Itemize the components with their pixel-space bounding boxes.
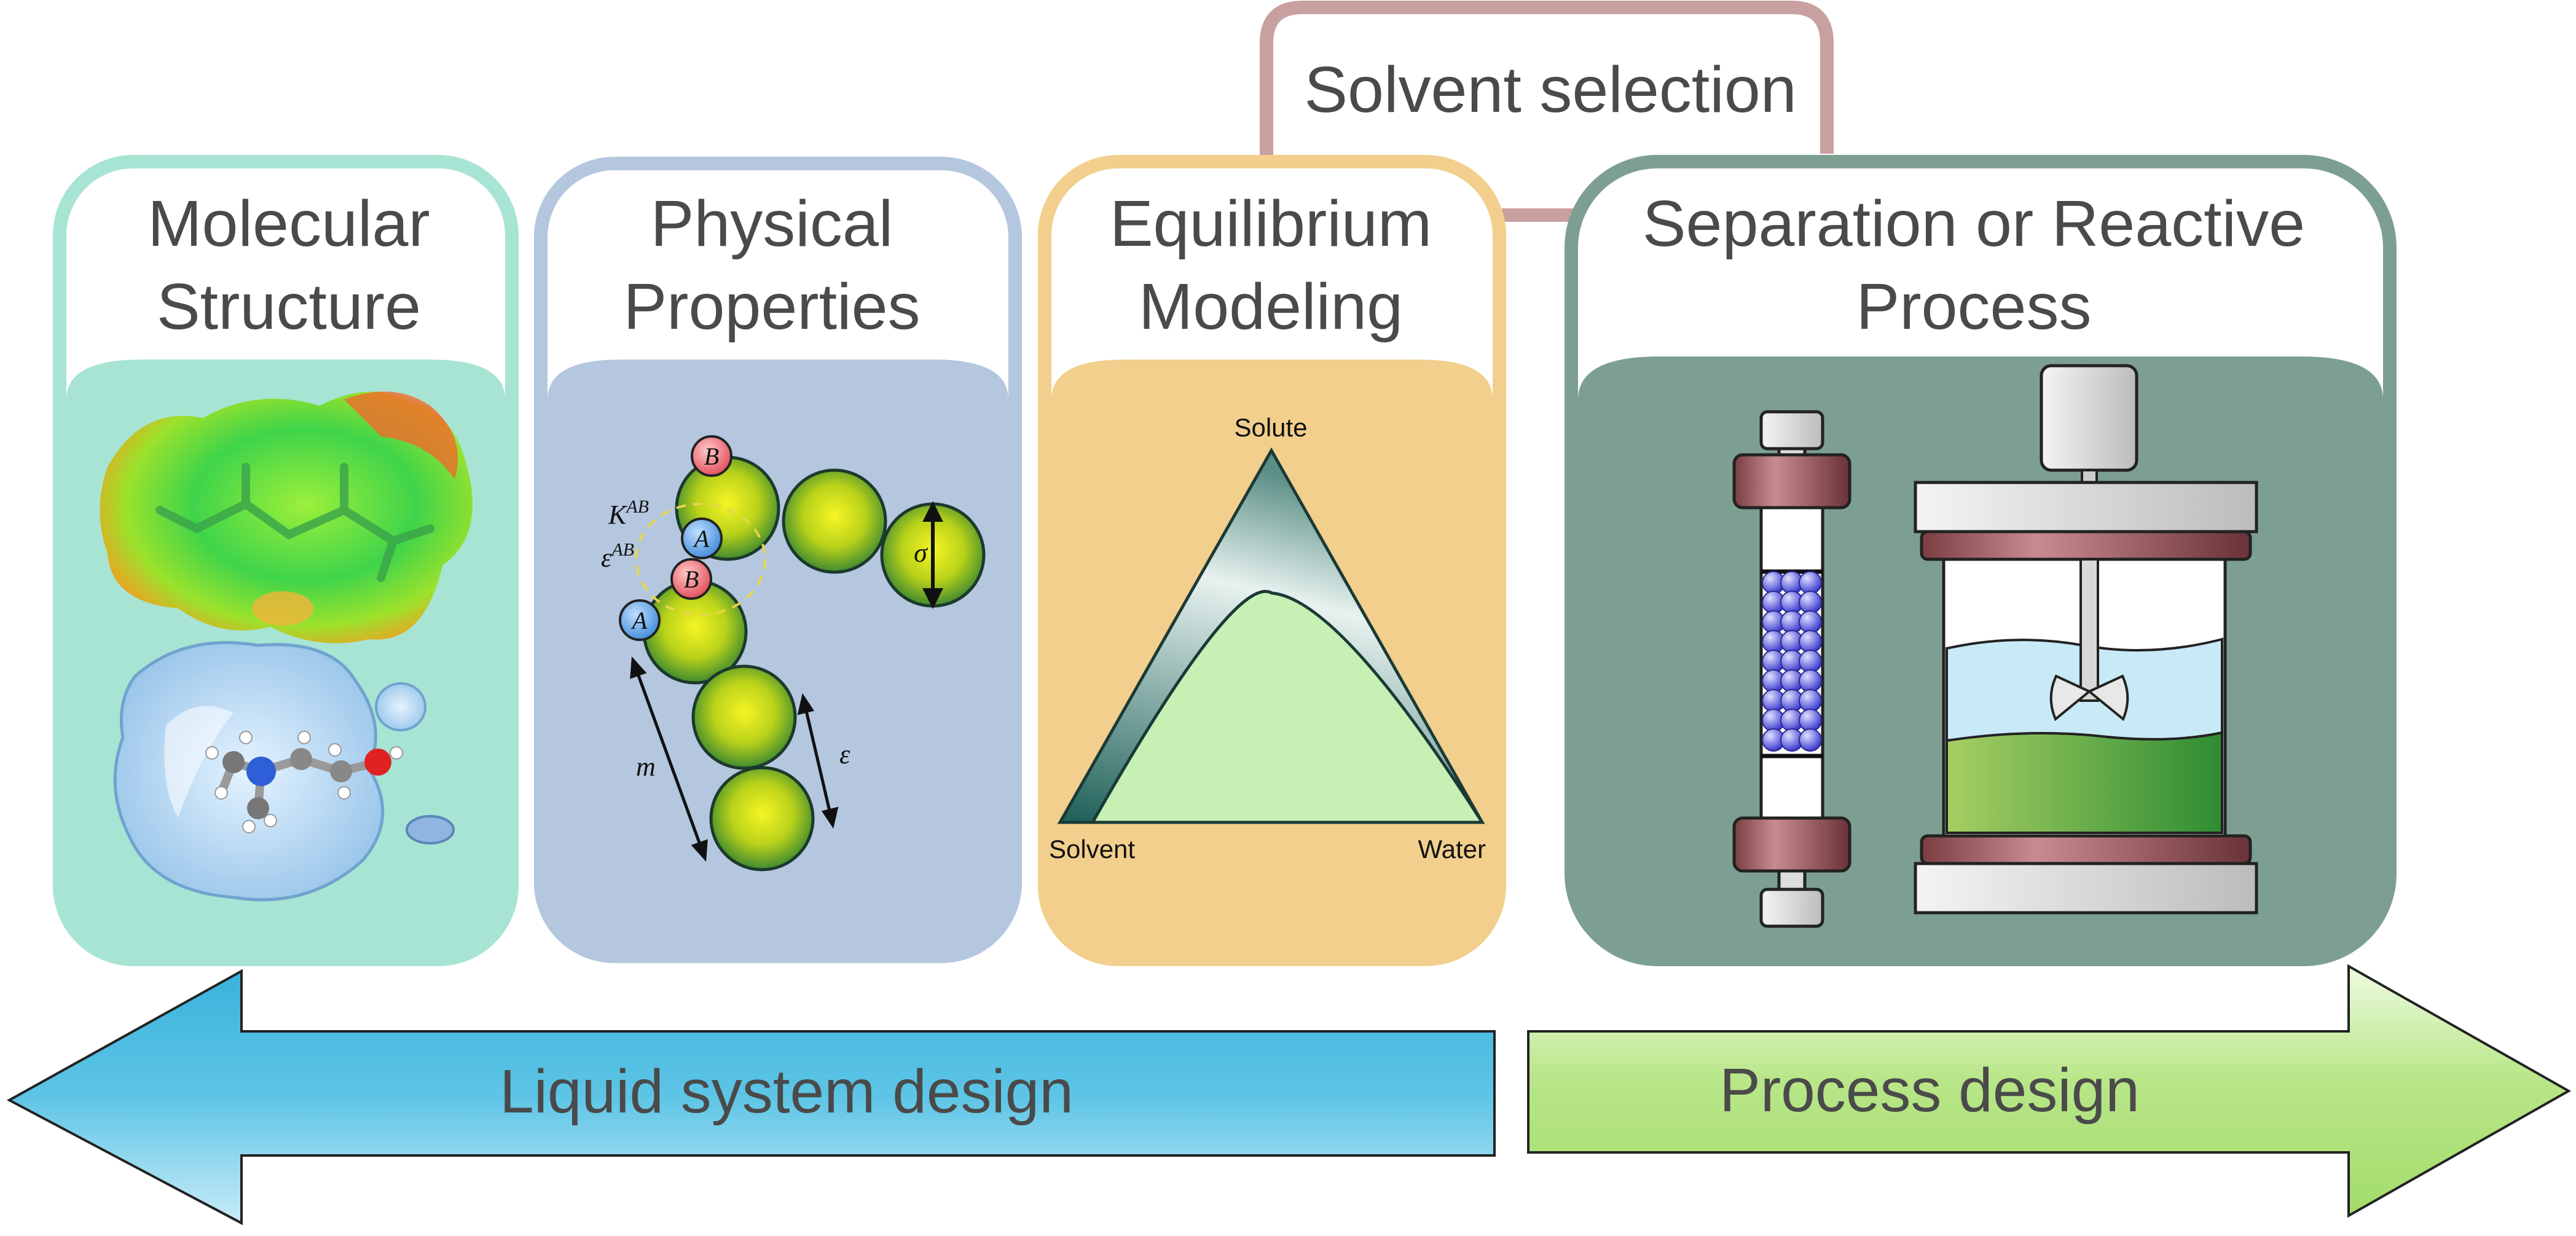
site-a-label: A xyxy=(630,607,648,634)
physical-title-line2: Properties xyxy=(623,270,920,343)
equilibrium-title-line2: Modeling xyxy=(1139,270,1403,343)
epsilon-label: ε xyxy=(839,739,850,770)
packed-column-icon xyxy=(1732,410,1852,928)
stirred-tank-reactor-icon xyxy=(1914,364,2258,915)
process-title-line2: Process xyxy=(1856,270,2092,343)
esp-molecule-surface-icon xyxy=(100,392,473,644)
molecular-title-line1: Molecular xyxy=(147,187,430,260)
process-design-label: Process design xyxy=(1719,1056,2140,1125)
site-b-label: B xyxy=(684,565,699,593)
process-title-line1: Separation or Reactive xyxy=(1643,187,2305,260)
card-molecular-structure: Molecular Structure xyxy=(53,155,519,966)
ternary-top-label: Solute xyxy=(1234,413,1307,442)
solvent-selection-label: Solvent selection xyxy=(1304,53,1796,126)
sigma-label: σ xyxy=(914,538,929,568)
card-physical-properties: Physical Properties B A B A KAB εAB xyxy=(534,157,1022,963)
liquid-system-design-arrow: Liquid system design xyxy=(6,969,1496,1226)
saft-chain-segments-icon: B A B A KAB εAB σ m xyxy=(601,435,986,872)
molecular-title-line2: Structure xyxy=(157,270,421,343)
site-a-label: A xyxy=(693,525,710,553)
k-ab-label: KAB xyxy=(608,497,649,530)
ternary-phase-diagram-icon: Solute Solvent Water xyxy=(1049,413,1486,864)
m-label: m xyxy=(636,752,656,782)
site-b-label: B xyxy=(704,443,719,470)
epsilon-ab-label: εAB xyxy=(601,540,634,573)
process-design-arrow: Process design xyxy=(1527,964,2572,1218)
physical-title-line1: Physical xyxy=(651,187,893,260)
ternary-left-label: Solvent xyxy=(1049,835,1135,864)
equilibrium-title-line1: Equilibrium xyxy=(1110,187,1432,260)
card-equilibrium-modeling: Equilibrium Modeling Solute Solvent Wate… xyxy=(1038,155,1506,966)
solvation-cluster-icon xyxy=(113,641,455,902)
ternary-right-label: Water xyxy=(1418,835,1486,864)
card-process: Separation or Reactive Process xyxy=(1565,155,2397,966)
liquid-system-design-label: Liquid system design xyxy=(500,1057,1074,1126)
solvent-selection-box: Solvent selection xyxy=(1260,1,1834,222)
